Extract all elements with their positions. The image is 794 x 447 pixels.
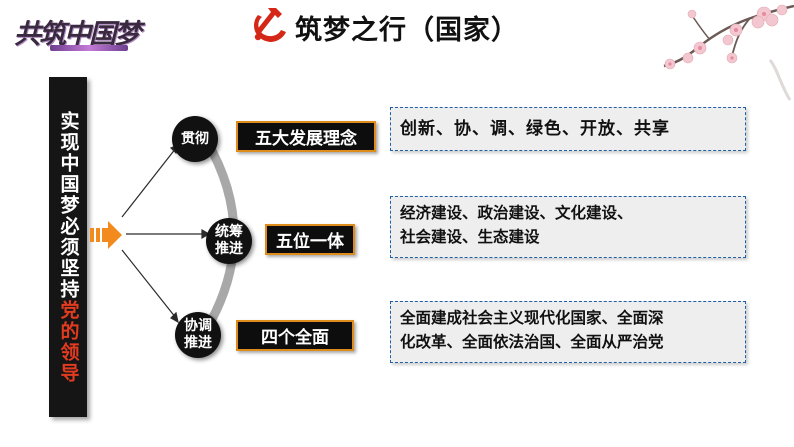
- logo-stripe: [50, 45, 128, 51]
- desc-line: 经济建设、政治建设、文化建设、: [400, 204, 633, 222]
- logo-text: 共筑中国梦: [14, 19, 141, 50]
- circle-text: 统筹: [215, 224, 243, 241]
- desc-branch-3: 全面建成社会主义现代化国家、全面深 化改革、全面依法治国、全面从严治党: [390, 301, 746, 363]
- desc-line: 全面建成社会主义现代化国家、全面深: [400, 309, 664, 327]
- vertical-title-bar: 实现中国梦必须坚持党的领导: [49, 77, 87, 417]
- circle-branch-2: 统筹 推进: [206, 218, 252, 264]
- circle-text: 协调: [184, 318, 212, 335]
- party-emblem-icon: [248, 4, 290, 46]
- page-title: 筑梦之行（国家）: [295, 15, 519, 46]
- plum-blossom-icon: [663, 4, 794, 101]
- orange-arrow-icon: [90, 221, 122, 249]
- label-branch-3: 四个全面: [236, 320, 354, 351]
- vertical-title-highlight: 党的领导: [57, 299, 80, 384]
- desc-line: 化改革、全面依法治国、全面从严治党: [400, 333, 664, 352]
- vertical-title-text: 实现中国梦必须坚持: [57, 110, 80, 300]
- circle-text: 推进: [215, 241, 243, 257]
- circle-text: 贯彻: [181, 130, 209, 147]
- circle-text: 推进: [184, 335, 212, 351]
- desc-branch-2: 经济建设、政治建设、文化建设、 社会建设、生态建设: [390, 196, 746, 258]
- circle-branch-1: 贯彻: [172, 116, 218, 162]
- label-branch-1: 五大发展理念: [236, 121, 376, 152]
- desc-line: 社会建设、生态建设: [400, 228, 540, 247]
- desc-line: 创新、协、调、绿色、开放、共享: [400, 118, 670, 139]
- desc-branch-1: 创新、协、调、绿色、开放、共享: [390, 107, 746, 151]
- circle-branch-3: 协调 推进: [175, 312, 221, 358]
- label-branch-2: 五位一体: [265, 224, 355, 255]
